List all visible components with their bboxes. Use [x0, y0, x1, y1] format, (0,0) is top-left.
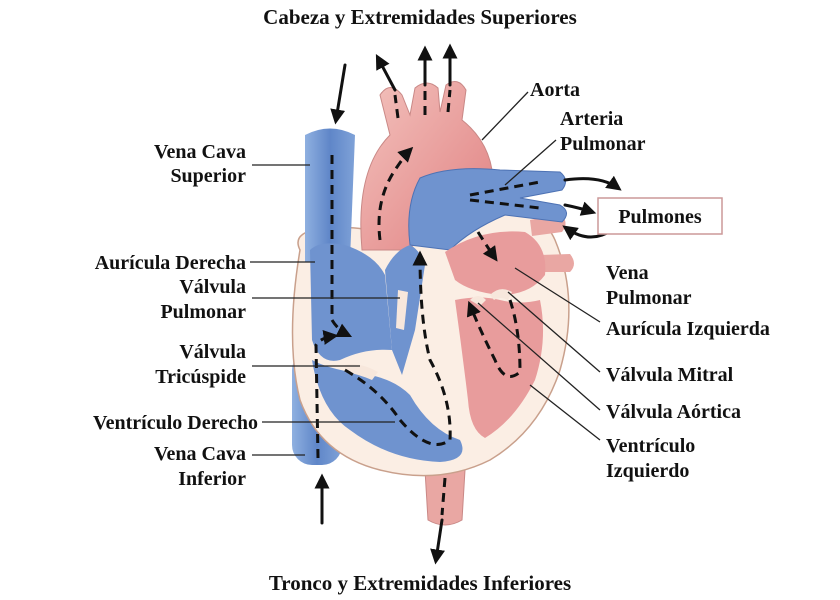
title-top: Cabeza y Extremidades Superiores	[263, 5, 577, 29]
title-bottom: Tronco y Extremidades Inferiores	[269, 571, 571, 595]
label-valvula-tricuspide-1: Válvula	[179, 341, 246, 363]
leader-aorta	[482, 92, 528, 140]
label-valvula-pulmonar-1: Válvula	[179, 276, 246, 298]
label-ventriculo-derecho: Ventrículo Derecho	[93, 412, 258, 434]
superior-vena-cava	[305, 129, 355, 263]
label-valvula-aortica: Válvula Aórtica	[606, 401, 741, 423]
label-vena-cava-superior-2: Superior	[170, 165, 246, 187]
label-arteria-pulmonar-1: Arteria	[560, 108, 623, 130]
label-aorta: Aorta	[530, 79, 580, 101]
label-ventriculo-izquierdo-2: Izquierdo	[606, 460, 689, 482]
label-arteria-pulmonar-2: Pulmonar	[560, 133, 646, 155]
flow-arrow-to-trunk	[436, 520, 442, 560]
flow-arrow-svc-in	[336, 65, 345, 120]
label-auricula-izquierda: Aurícula Izquierda	[606, 318, 770, 340]
label-vena-cava-inferior-1: Vena Cava	[154, 443, 246, 465]
label-pulmones: Pulmones	[618, 206, 702, 228]
flow-arrow-to-lungs-1	[565, 179, 618, 188]
label-vena-pulmonar-1: Vena	[606, 262, 649, 284]
label-vena-pulmonar-2: Pulmonar	[606, 287, 692, 309]
label-vena-cava-inferior-2: Inferior	[178, 468, 246, 490]
label-valvula-pulmonar-2: Pulmonar	[160, 301, 246, 323]
flow-arrow-to-lungs-2	[565, 205, 592, 212]
label-vena-cava-superior-1: Vena Cava	[154, 141, 246, 163]
label-valvula-mitral: Válvula Mitral	[606, 364, 734, 386]
label-auricula-derecha: Aurícula Derecha	[95, 252, 246, 274]
label-valvula-tricuspide-2: Tricúspide	[155, 366, 246, 388]
label-ventriculo-izquierdo-1: Ventrículo	[606, 435, 695, 457]
flow-arrow-branch-1	[378, 58, 395, 90]
